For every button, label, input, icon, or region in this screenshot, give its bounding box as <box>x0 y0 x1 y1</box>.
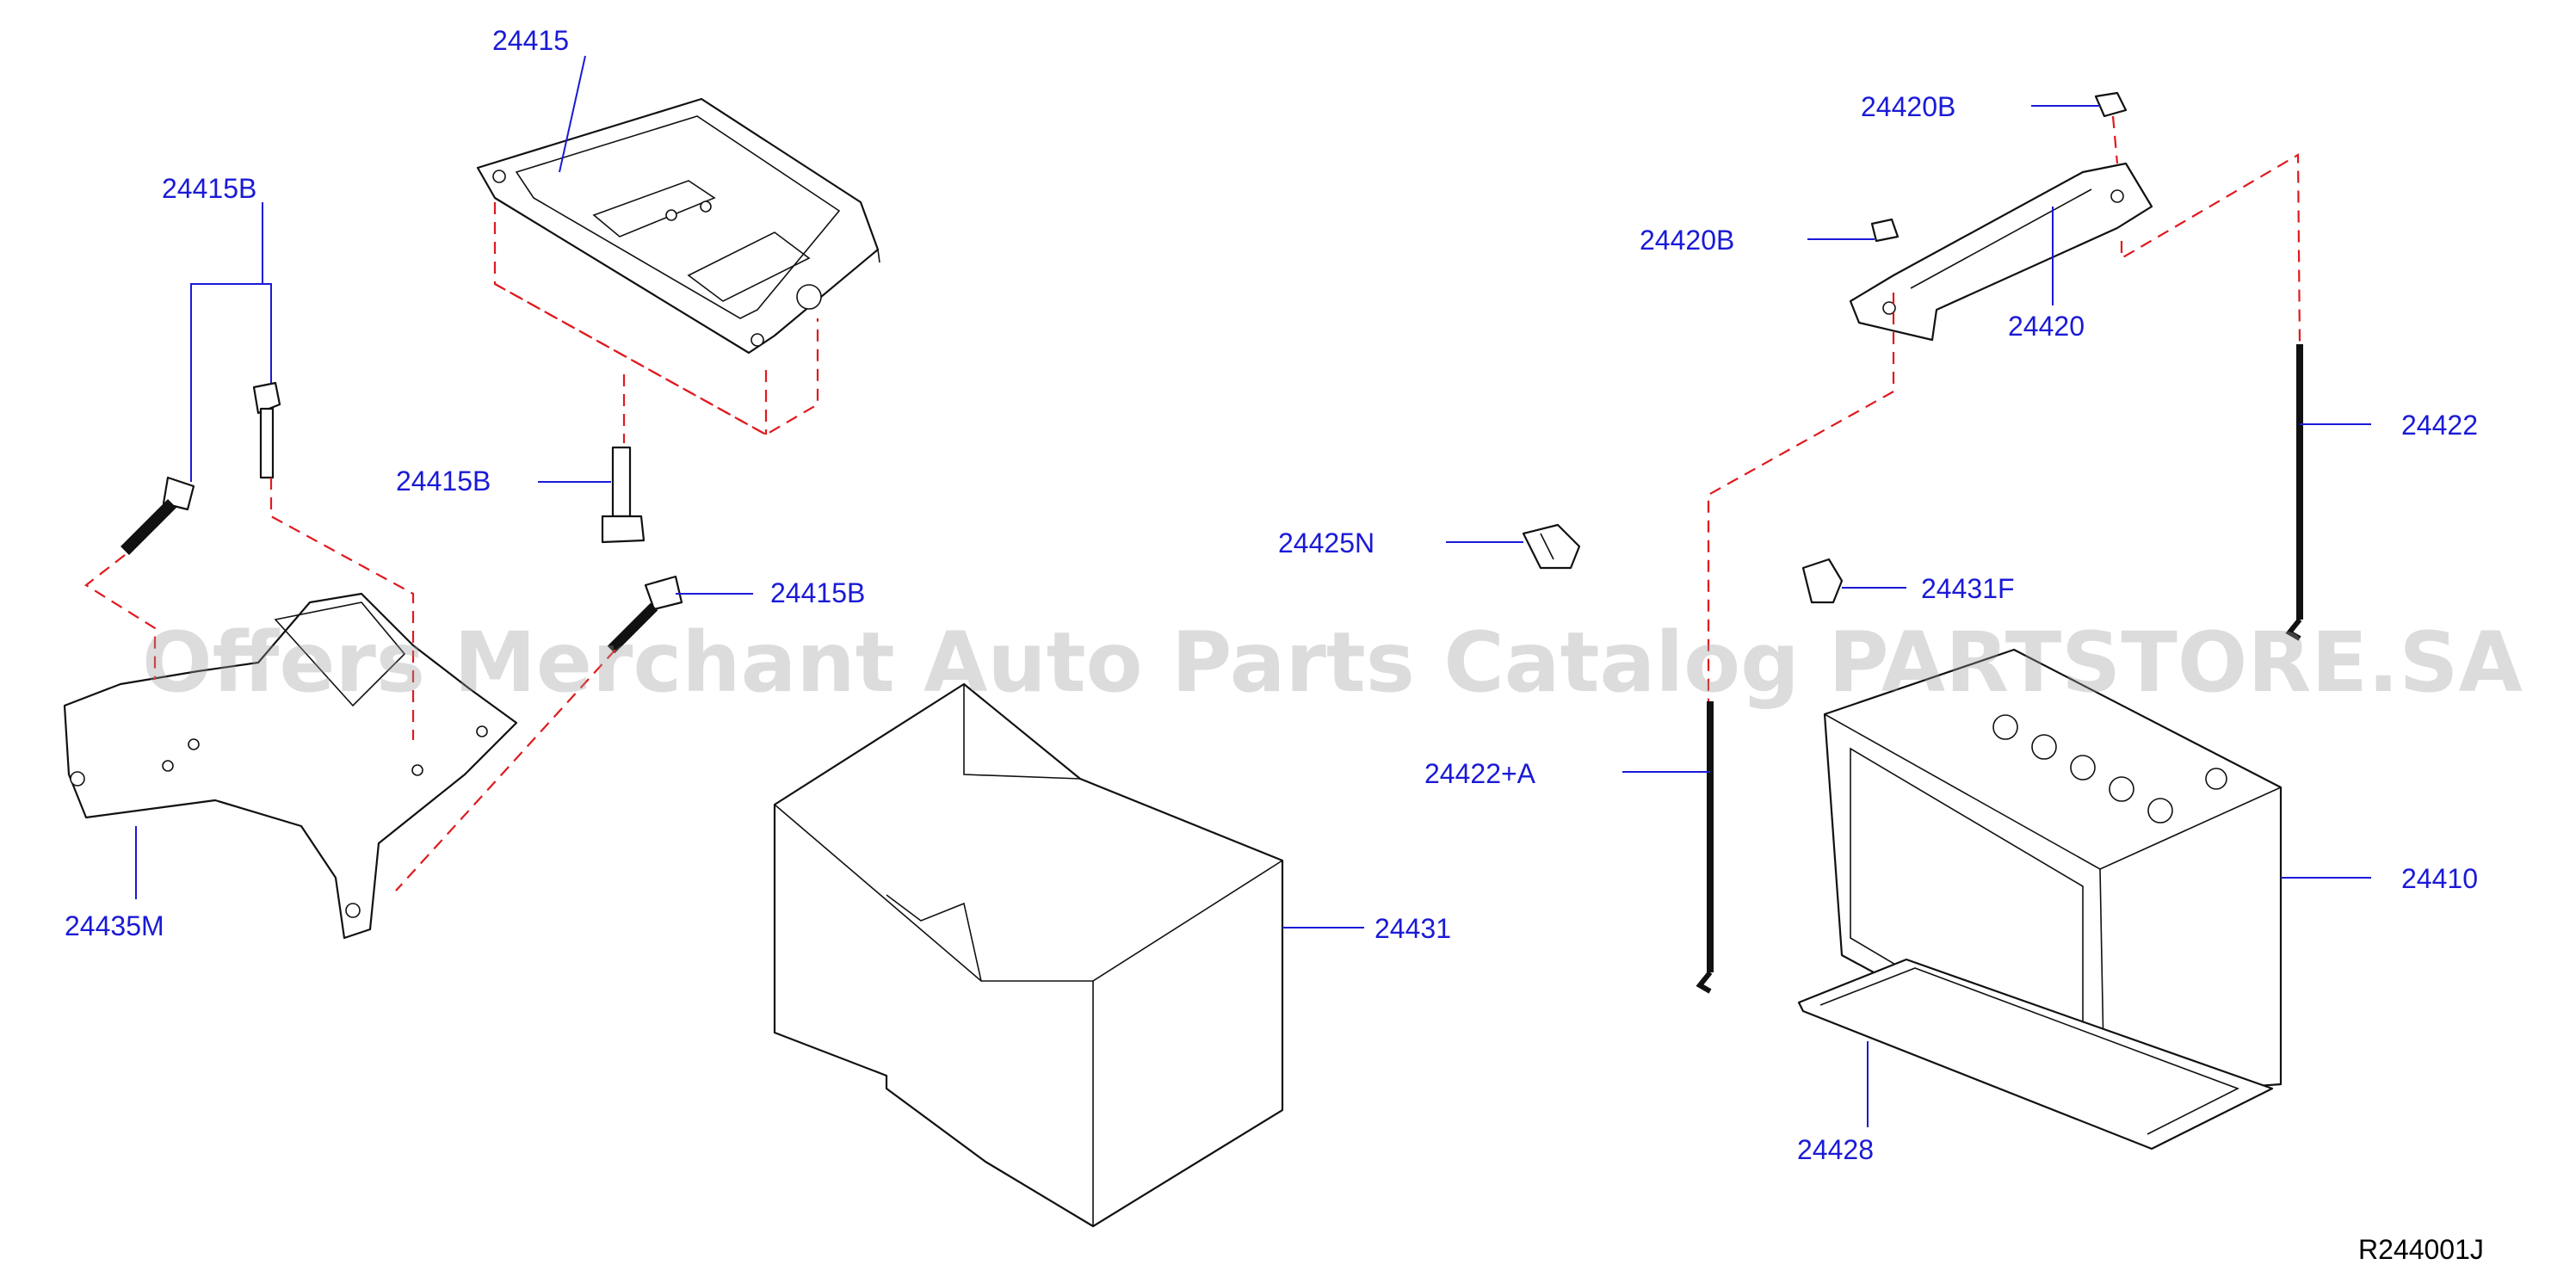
label-24420b-left[interactable]: 24420B <box>1640 225 1734 256</box>
nut-top-part <box>2094 91 2128 118</box>
bolt-right <box>607 575 683 654</box>
label-24422[interactable]: 24422 <box>2401 410 2478 441</box>
battery-cover-part <box>773 682 1284 1228</box>
bolt-mid <box>601 446 646 544</box>
label-24415b-right[interactable]: 24415B <box>770 577 865 608</box>
label-24431f[interactable]: 24431F <box>1921 573 2015 604</box>
label-24435m[interactable]: 24435M <box>65 910 164 941</box>
rod-left-part <box>1696 701 1714 994</box>
label-24420[interactable]: 24420 <box>2008 311 2085 342</box>
label-24410[interactable]: 24410 <box>2401 863 2478 894</box>
diagram-code: R244001J <box>2358 1234 2484 1265</box>
label-24415b-mid[interactable]: 24415B <box>396 466 491 497</box>
bolt-left-a <box>252 381 281 479</box>
bracket-part <box>63 592 518 940</box>
clip-f-part <box>1801 558 1844 604</box>
assembly-lines <box>84 115 2301 891</box>
nut-left-part <box>1870 218 1900 243</box>
label-24428[interactable]: 24428 <box>1797 1134 1874 1165</box>
label-24431[interactable]: 24431 <box>1374 913 1451 944</box>
watermark-text: Offers Merchant Auto Parts Catalog PARTS… <box>142 614 2523 711</box>
label-24425n[interactable]: 24425N <box>1278 527 1374 558</box>
label-24420b-top[interactable]: 24420B <box>1861 91 1955 122</box>
clip-part <box>1522 523 1581 570</box>
clamp-part <box>1849 162 2153 342</box>
battery-tray-part <box>476 97 880 355</box>
battery-tray-base-part <box>1797 958 2274 1151</box>
label-24415[interactable]: 24415 <box>492 25 569 56</box>
label-24415b-left[interactable]: 24415B <box>162 173 256 204</box>
rod-right-part <box>2285 344 2303 641</box>
bolt-left-b <box>120 476 195 555</box>
leader-lines <box>135 55 2371 1127</box>
label-24422a[interactable]: 24422+A <box>1424 758 1536 789</box>
